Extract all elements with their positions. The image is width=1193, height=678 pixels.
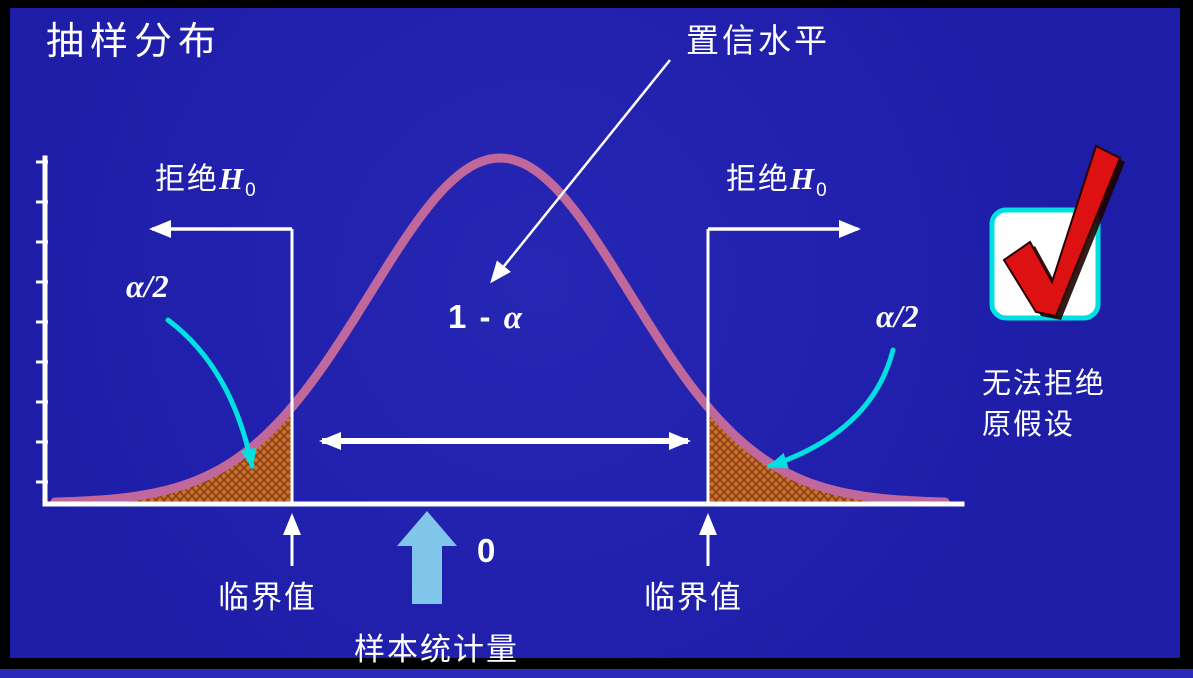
bottom-strip — [0, 669, 1193, 678]
checkbox-caption-line1: 无法拒绝 — [982, 368, 1107, 400]
left-tail-region — [55, 407, 292, 503]
page-title: 抽样分布 — [46, 21, 223, 63]
critical-value-left-label: 临界值 — [218, 580, 317, 615]
sample-statistic-arrow — [397, 511, 457, 604]
one-minus-alpha-label: 1 - α — [448, 298, 524, 337]
reject-prefix-left: 拒绝 — [155, 163, 219, 196]
critical-value-right-label: 临界值 — [644, 580, 743, 615]
alpha-symbol: α — [503, 300, 524, 336]
bell-curve — [50, 153, 950, 507]
reject-h0-right-label: 拒绝H0 — [726, 154, 829, 202]
checkbox-caption: 无法拒绝 原假设 — [982, 364, 1162, 446]
confidence-level-label: 置信水平 — [686, 22, 830, 59]
zero-label: 0 — [477, 532, 496, 569]
reject-prefix-right: 拒绝 — [726, 163, 790, 196]
alpha-half-left-label: α/2 — [126, 268, 169, 304]
alpha-pointer-right — [767, 347, 896, 469]
y-axis-ticks — [36, 160, 48, 484]
alpha-pointer-left — [165, 317, 257, 469]
checkbox-icon — [989, 144, 1125, 321]
axes — [42, 155, 965, 507]
hypothesis-subscript-right: 0 — [816, 180, 829, 201]
alpha-half-right-label: α/2 — [876, 298, 919, 334]
checkbox-caption-line2: 原假设 — [982, 409, 1076, 442]
reject-h0-left-label: 拒绝H0 — [155, 154, 258, 202]
one-minus-prefix: 1 - — [448, 298, 504, 335]
sample-statistic-label: 样本统计量 — [354, 632, 519, 667]
confidence-pointer-arrow — [490, 59, 671, 284]
hypothesis-symbol-right: H — [790, 161, 817, 196]
checkmark-icon — [1002, 144, 1122, 318]
hypothesis-subscript-left: 0 — [245, 180, 258, 201]
slide-background — [10, 8, 1180, 658]
hypothesis-symbol-left: H — [219, 161, 246, 196]
right-tail-region — [708, 407, 945, 503]
